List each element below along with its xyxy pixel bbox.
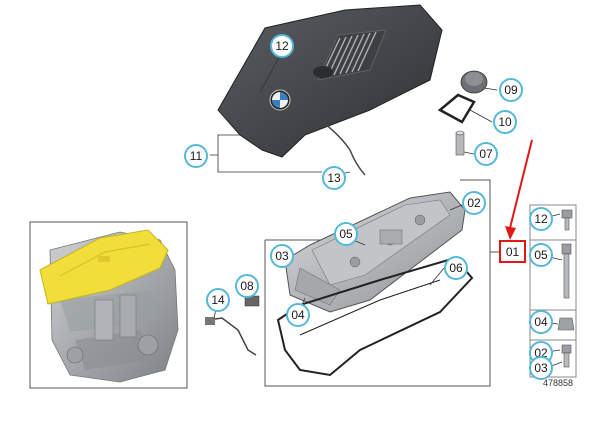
callout-label: 03 xyxy=(534,361,548,375)
callout-05-main[interactable]: 05 xyxy=(334,222,358,246)
callout-04-main[interactable]: 04 xyxy=(286,303,310,327)
callout-12-cover[interactable]: 12 xyxy=(270,34,294,58)
callout-02[interactable]: 02 xyxy=(462,191,486,215)
highlight-arrow xyxy=(505,139,533,240)
callout-label: 14 xyxy=(211,293,225,307)
callout-label: 09 xyxy=(504,83,518,97)
callout-03-side[interactable]: 03 xyxy=(529,356,553,380)
callout-05-side[interactable]: 05 xyxy=(529,243,553,267)
callout-label: 04 xyxy=(291,308,305,322)
callout-14[interactable]: 14 xyxy=(206,288,230,312)
callout-11[interactable]: 11 xyxy=(184,144,208,168)
oil-cap-image xyxy=(460,70,488,94)
callout-10[interactable]: 10 xyxy=(493,110,517,134)
bolt-02-image xyxy=(561,344,572,368)
callout-03-main[interactable]: 03 xyxy=(270,244,294,268)
bmw-logo-icon xyxy=(269,89,291,111)
callout-label: 07 xyxy=(479,147,493,161)
callout-06[interactable]: 06 xyxy=(444,256,468,280)
callout-label: 05 xyxy=(534,248,548,262)
callout-01-highlighted[interactable]: 01 xyxy=(499,240,526,263)
cap-seal-image xyxy=(437,93,476,124)
callout-label: 06 xyxy=(449,261,463,275)
stud-05-image xyxy=(561,243,572,299)
gasket-image xyxy=(276,256,474,377)
callout-07[interactable]: 07 xyxy=(474,142,498,166)
engine-overview-inset xyxy=(29,221,188,389)
callout-label: 01 xyxy=(506,245,520,259)
callout-04-side[interactable]: 04 xyxy=(529,310,553,334)
sleeve-07-image xyxy=(455,130,465,156)
highlighted-valve-cover-inset xyxy=(39,229,169,305)
callout-label: 03 xyxy=(275,249,289,263)
diagram-reference-number: 478858 xyxy=(543,378,573,388)
callout-09[interactable]: 09 xyxy=(499,78,523,102)
callout-label: 10 xyxy=(498,115,512,129)
assembly-frame xyxy=(264,179,500,387)
callout-08[interactable]: 08 xyxy=(235,274,259,298)
callout-label: 13 xyxy=(327,171,341,185)
callout-label: 12 xyxy=(275,39,289,53)
callout-label: 08 xyxy=(240,279,254,293)
callout-label: 02 xyxy=(467,196,481,210)
screw-12-image xyxy=(561,209,573,231)
grommet-04-image xyxy=(557,317,575,331)
callout-label: 04 xyxy=(534,315,548,329)
callout-13[interactable]: 13 xyxy=(322,166,346,190)
callout-12-side[interactable]: 12 xyxy=(529,207,553,231)
callout-label: 05 xyxy=(339,227,353,241)
valve-cover-image xyxy=(284,191,466,313)
engine-cover-image xyxy=(217,4,443,176)
callout-label: 11 xyxy=(190,149,203,163)
callout-label: 12 xyxy=(534,212,548,226)
